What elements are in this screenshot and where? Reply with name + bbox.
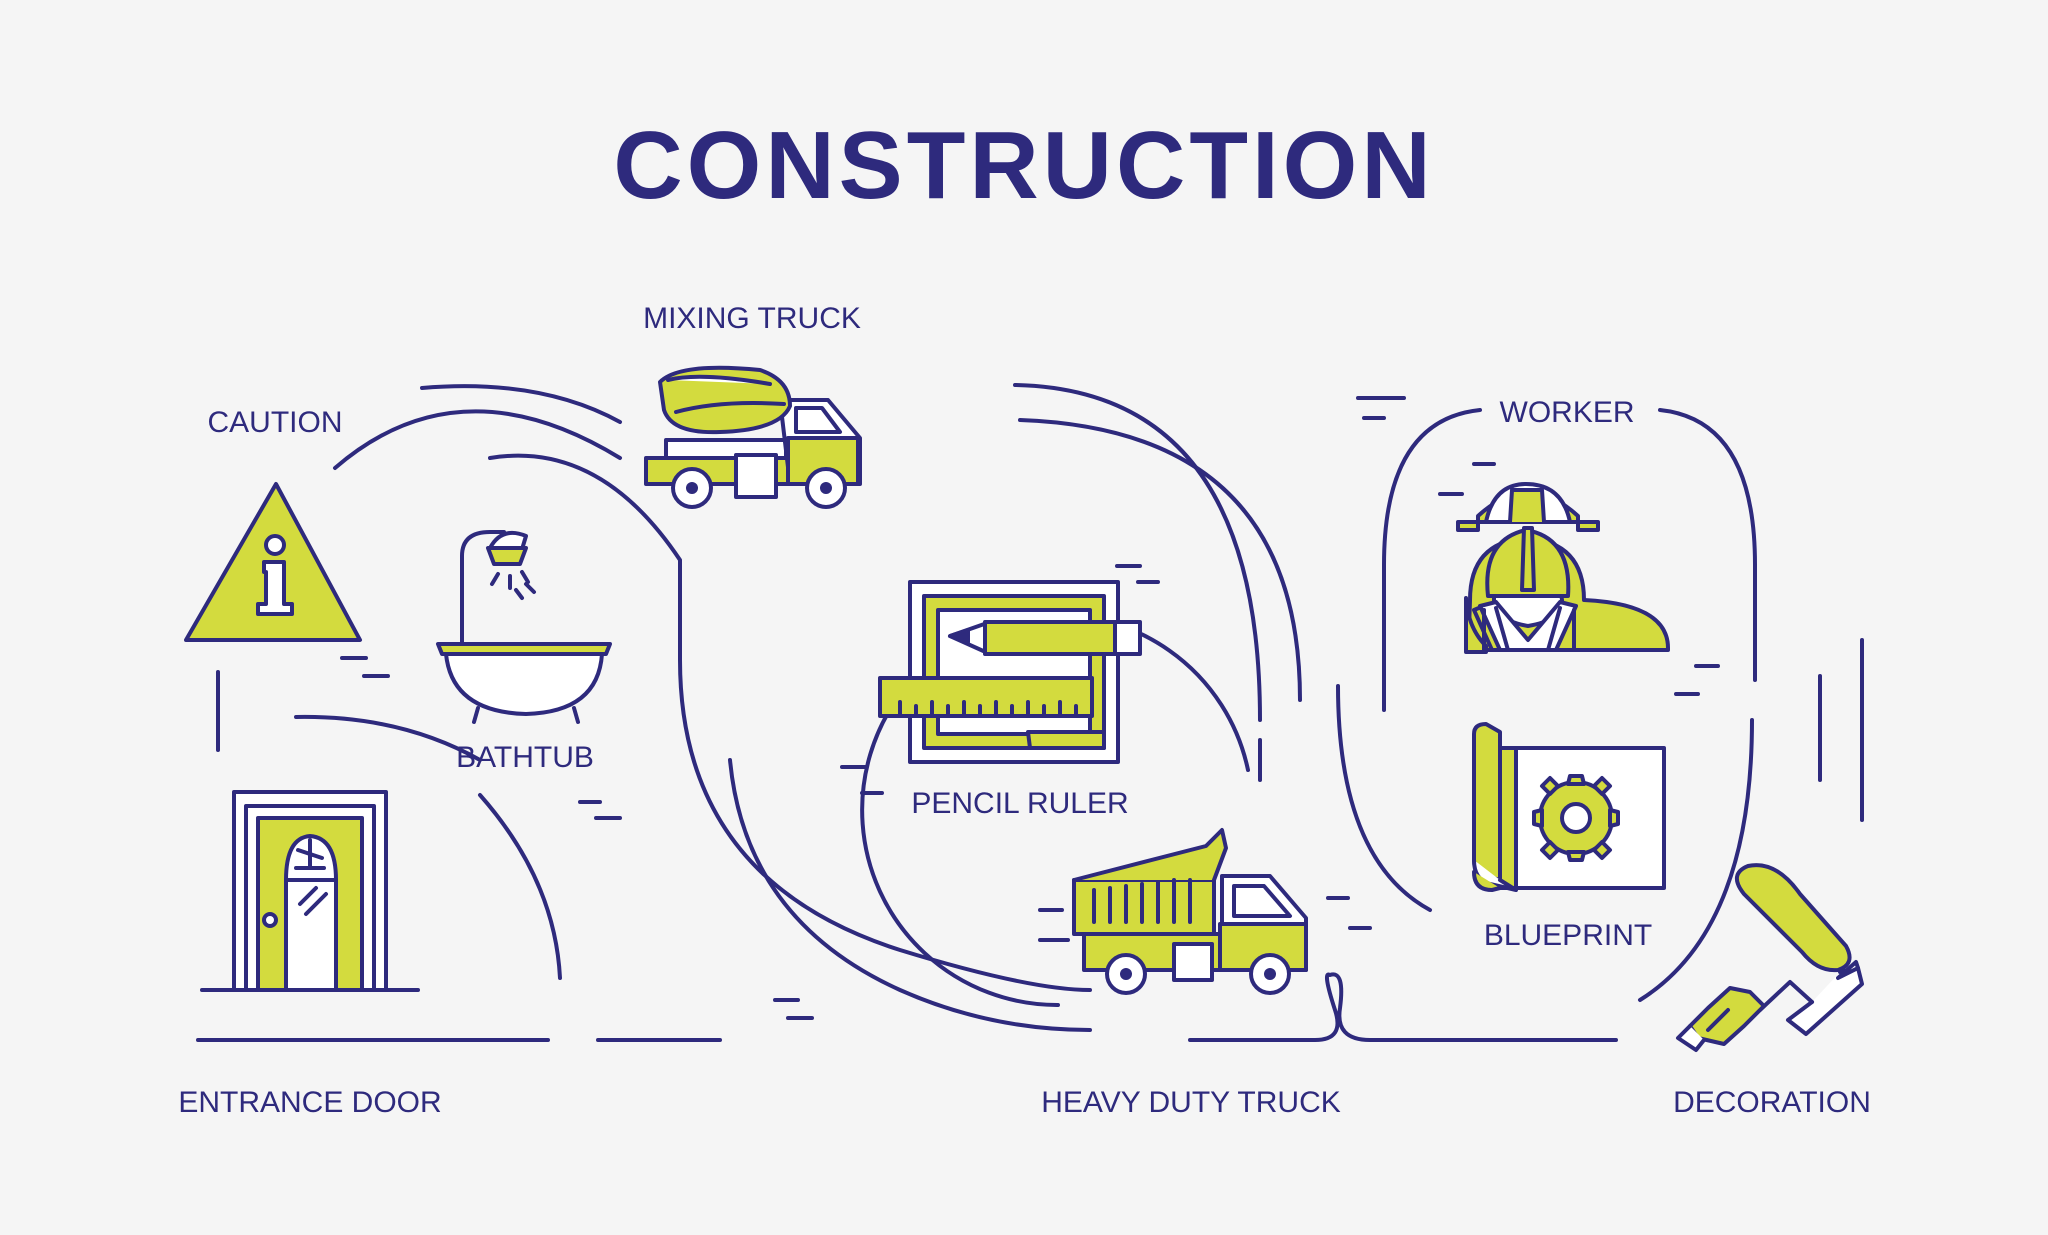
arc-line [478,793,562,980]
label-pencil-ruler: PENCIL RULER [911,787,1128,820]
caution-icon [184,482,362,642]
label-decoration: DECORATION [1673,1086,1871,1119]
arc-line [488,453,1092,992]
worker-icon [1456,482,1670,654]
arc-line [1382,408,1482,712]
arc-line [1018,418,1302,702]
label-caution: CAUTION [208,406,343,439]
label-entrance-door: ENTRANCE DOOR [178,1086,441,1119]
arc-line [1638,718,1754,1002]
mixing-truck-icon [644,365,862,509]
dump-truck-icon [1072,828,1308,995]
arc-line [333,409,622,470]
blueprint-icon [1472,722,1666,892]
paint-roller-icon [1676,863,1864,1052]
gear-icon [1532,774,1620,862]
pencil-ruler-icon [878,580,1142,764]
arc-line [294,714,482,762]
label-blueprint: BLUEPRINT [1484,919,1652,952]
arc-line [1336,684,1432,912]
entrance-door-icon [200,790,420,992]
bathtub-icon [436,530,612,724]
arc-line [728,758,1092,1032]
dash-marks [340,396,1720,1020]
arc-line [1658,408,1757,682]
label-mixing-truck: MIXING TRUCK [643,302,861,335]
arc-line [420,384,622,424]
label-worker: WORKER [1500,396,1635,429]
ground-line [1188,972,1618,1042]
page-title: CONSTRUCTION [613,112,1434,219]
label-heavy-duty-truck: HEAVY DUTY TRUCK [1041,1086,1341,1119]
